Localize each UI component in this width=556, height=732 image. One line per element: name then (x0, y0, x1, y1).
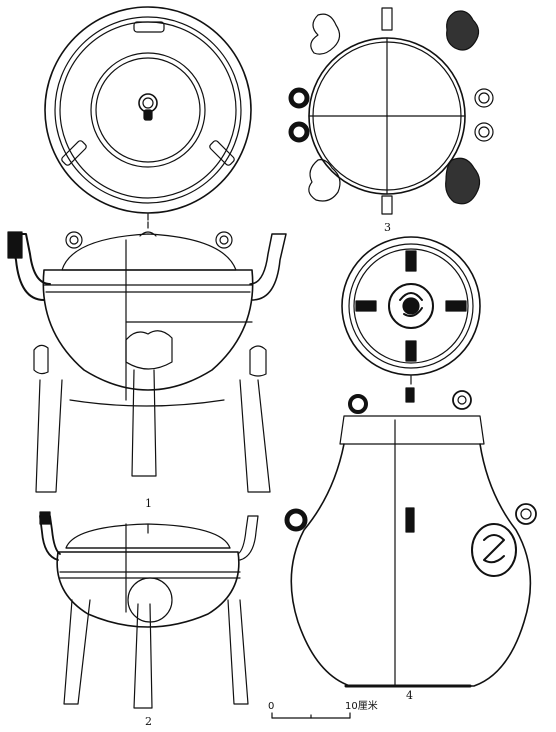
vessel-1-side-view (7, 221, 287, 493)
figure-label-4: 4 (406, 689, 413, 702)
scale-bar (271, 712, 351, 719)
figure-label-3: 3 (384, 221, 391, 234)
vessel-2-side-view (39, 511, 259, 709)
vessel-3-top-view (288, 7, 494, 215)
vessel-4-lid-top-view (341, 236, 481, 376)
lid-top-view (44, 6, 252, 214)
scale-end-label: 10厘米 (345, 701, 378, 712)
lid-lugs (61, 21, 235, 166)
scale-start-label: 0 (268, 701, 275, 712)
figure-label-2: 2 (145, 715, 152, 728)
vessel-4-side-view (284, 387, 537, 688)
figure-label-1: 1 (145, 497, 152, 510)
lid-knob-ring (138, 93, 158, 121)
